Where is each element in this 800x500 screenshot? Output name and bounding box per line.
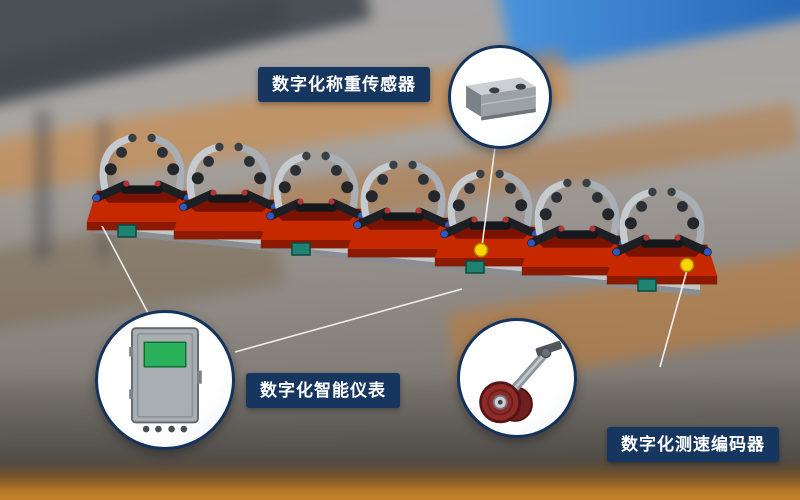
load-cell-icon: [466, 77, 536, 121]
speed-encoder-label: 数字化测速编码器: [607, 427, 779, 462]
weighing-sensor-label: 数字化称重传感器: [258, 67, 430, 102]
weighing-sensor-callout: [448, 45, 552, 149]
background-conveyor-edge: [0, 462, 800, 500]
speed-encoder-wheel-icon: [479, 341, 563, 424]
instrument-cabinet-icon: [129, 327, 202, 433]
speed-encoder-callout: [457, 318, 577, 438]
background-post-2: [98, 120, 110, 260]
background-post-1: [35, 110, 51, 260]
smart-instrument-label: 数字化智能仪表: [246, 373, 400, 408]
smart-instrument-callout: [95, 310, 235, 450]
